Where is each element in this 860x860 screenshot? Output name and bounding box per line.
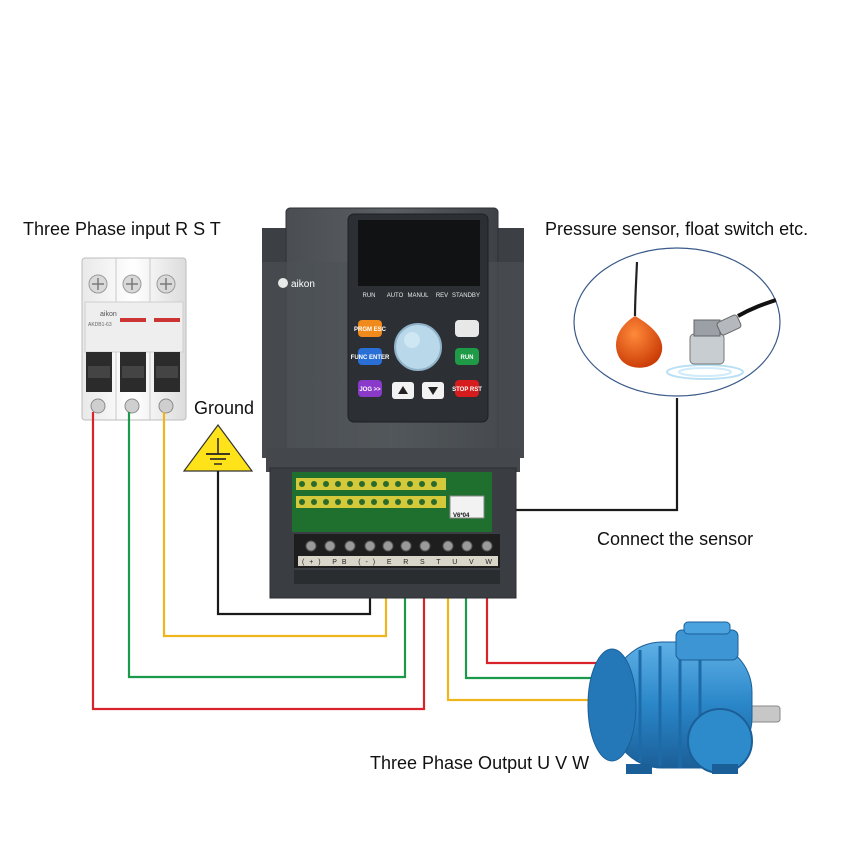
func-enter-button[interactable] <box>358 348 382 365</box>
sensor-label: Pressure sensor, float switch etc. <box>545 219 809 239</box>
ground-icon <box>182 423 254 472</box>
stop-rst-button[interactable] <box>455 380 479 397</box>
led-manul: MANUL <box>407 293 429 299</box>
output-label: Three Phase Output U V W <box>370 753 590 773</box>
circuit-breaker: aikon AKDB1-63 <box>81 257 187 421</box>
jog-button[interactable] <box>358 380 382 397</box>
run-button[interactable] <box>455 348 479 365</box>
connect-sensor-label: Connect the sensor <box>597 529 754 549</box>
prgm-esc-button[interactable] <box>358 320 382 337</box>
led-run: RUN <box>363 293 376 299</box>
func-enter-label: FUNC ENTER <box>351 355 390 361</box>
run-label: RUN <box>461 355 474 361</box>
vfd-inverter: aikon RUN AUTO MANUL REV STANDBY PRGM ES… <box>262 207 524 599</box>
led-auto: AUTO <box>387 293 404 299</box>
terminal-tag: V6*04 <box>453 513 470 519</box>
led-rev: REV <box>436 293 448 299</box>
set-button[interactable] <box>455 320 479 337</box>
down-arrow-icon <box>428 387 438 395</box>
terminal-labels: (+) PB (-) E R S T U V W <box>302 559 492 566</box>
up-arrow-icon <box>398 386 408 394</box>
jog-label: JOG >> <box>359 387 381 393</box>
electric-motor <box>587 621 781 774</box>
prgm-esc-label: PRGM ESC <box>354 327 387 333</box>
led-standby: STANDBY <box>452 293 480 299</box>
wire-s <box>127 412 407 679</box>
float-switch-icon <box>615 316 663 368</box>
stop-rst-label: STOP RST <box>452 387 482 393</box>
display-screen <box>358 220 480 286</box>
speed-knob[interactable] <box>394 323 442 371</box>
breaker-brand: aikon <box>100 311 117 318</box>
pressure-sensor-icon <box>689 333 725 365</box>
breaker-model: AKDB1-63 <box>88 322 112 328</box>
brand-logo-icon <box>278 278 288 288</box>
wire-r <box>91 412 426 711</box>
sensor-bubble <box>573 247 781 397</box>
wire-sensor <box>472 398 679 512</box>
ground-label: Ground <box>194 398 255 418</box>
input-label: Three Phase input R S T <box>23 219 221 239</box>
vfd-brand: aikon <box>291 279 315 290</box>
